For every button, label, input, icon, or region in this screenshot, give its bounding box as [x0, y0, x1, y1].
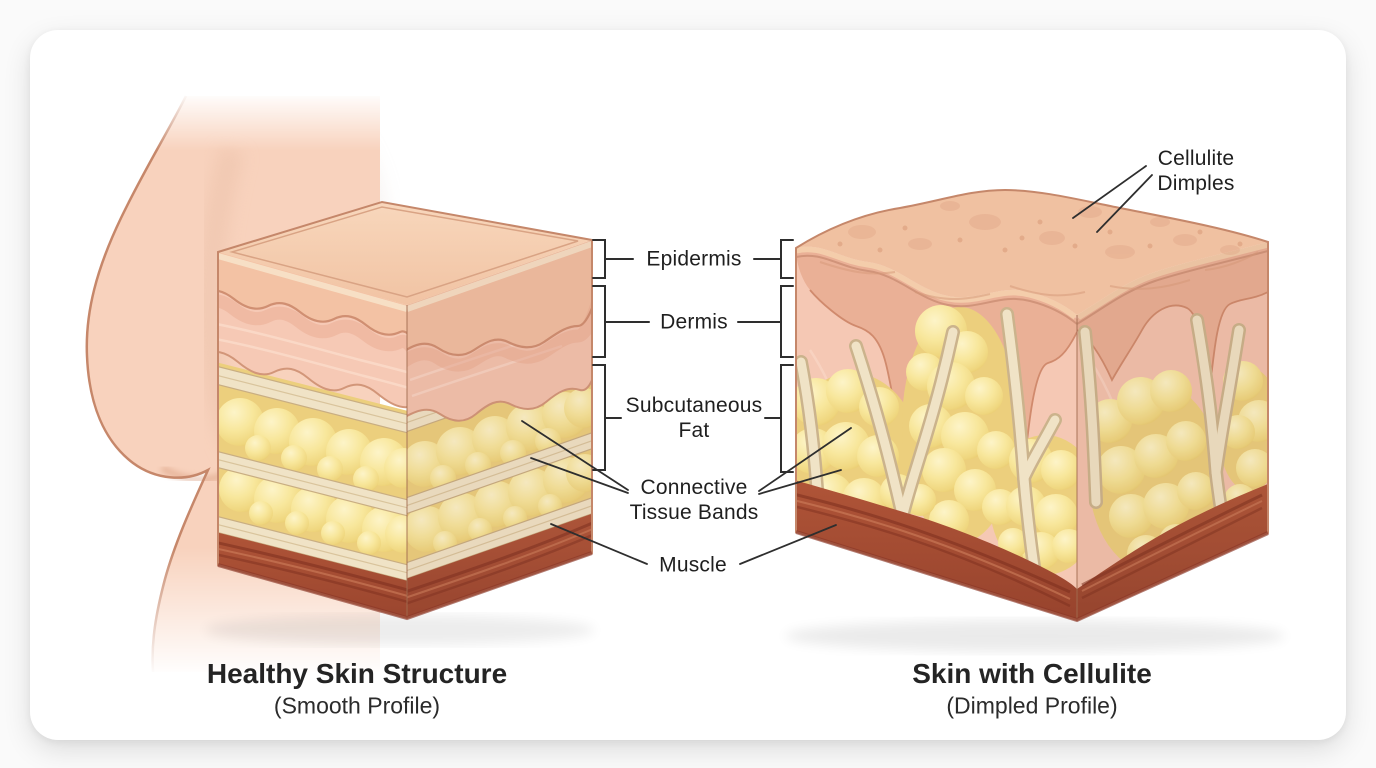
connective-pointer-left-2	[530, 457, 629, 494]
dimples-pointer-1	[1072, 165, 1147, 219]
epidermis-bracket-left	[592, 239, 606, 279]
fat-lobules-side	[407, 388, 592, 555]
subq-bracket-left	[592, 364, 606, 471]
connective-tissue-bands-horizontal	[218, 361, 407, 585]
label-cellulite-dimples: Cellulite Dimples	[1157, 147, 1235, 195]
cellulite-block-outline	[795, 188, 1269, 622]
connective-pointer-right-2	[758, 469, 842, 495]
epidermis-bracket-right	[780, 239, 794, 279]
dimple-dots	[837, 219, 1243, 253]
cellulite-top-face	[796, 190, 1268, 315]
epidermis-layer	[218, 252, 407, 360]
healthy-top-face	[218, 202, 592, 305]
fat-lobules	[218, 398, 407, 555]
side-shade	[407, 240, 592, 618]
epidermis-side	[407, 240, 592, 365]
healthy-side-face	[407, 240, 592, 618]
connective-pointer-right-1	[758, 427, 852, 492]
connective-pointer-left-1	[521, 420, 629, 491]
healthy-skin-caption-subtitle: (Smooth Profile)	[273, 692, 441, 719]
subq-bracket-right	[780, 364, 794, 473]
healthy-front-face	[218, 252, 407, 618]
muscle-pointer-left	[550, 523, 648, 565]
right-block-shadow	[785, 620, 1285, 652]
label-dermis: Dermis	[660, 310, 728, 334]
dermis-deep-band-side	[1077, 246, 1268, 389]
cellulite-caption-subtitle: (Dimpled Profile)	[946, 692, 1118, 719]
dimples-pointer-2	[1096, 174, 1153, 233]
label-epidermis: Epidermis	[646, 247, 742, 271]
cellulite-bottom-edge	[795, 530, 1269, 623]
cellulite-caption-title: Skin with Cellulite	[912, 658, 1152, 689]
label-muscle: Muscle	[659, 553, 727, 577]
dermis-bracket-left	[592, 285, 606, 358]
dimple-spots	[848, 201, 1240, 259]
cellulite-side-face	[1077, 242, 1268, 620]
cellulite-front-face	[796, 246, 1077, 620]
side-shade-right	[1077, 242, 1268, 620]
cellulite-skin-block	[795, 188, 1269, 623]
left-block-shadow	[205, 615, 595, 645]
healthy-bottom-edge	[217, 551, 593, 621]
healthy-skin-caption-title: Healthy Skin Structure	[206, 658, 508, 689]
pointer-lines	[521, 165, 1153, 565]
muscle-pointer-right	[739, 524, 837, 565]
label-connective-tissue-bands: Connective Tissue Bands	[629, 476, 759, 524]
dermis-bracket-right	[780, 285, 794, 358]
bump-shading	[819, 251, 1259, 300]
label-subcutaneous-fat: Subcutaneous Fat	[625, 394, 763, 442]
healthy-skin-block	[217, 200, 593, 621]
